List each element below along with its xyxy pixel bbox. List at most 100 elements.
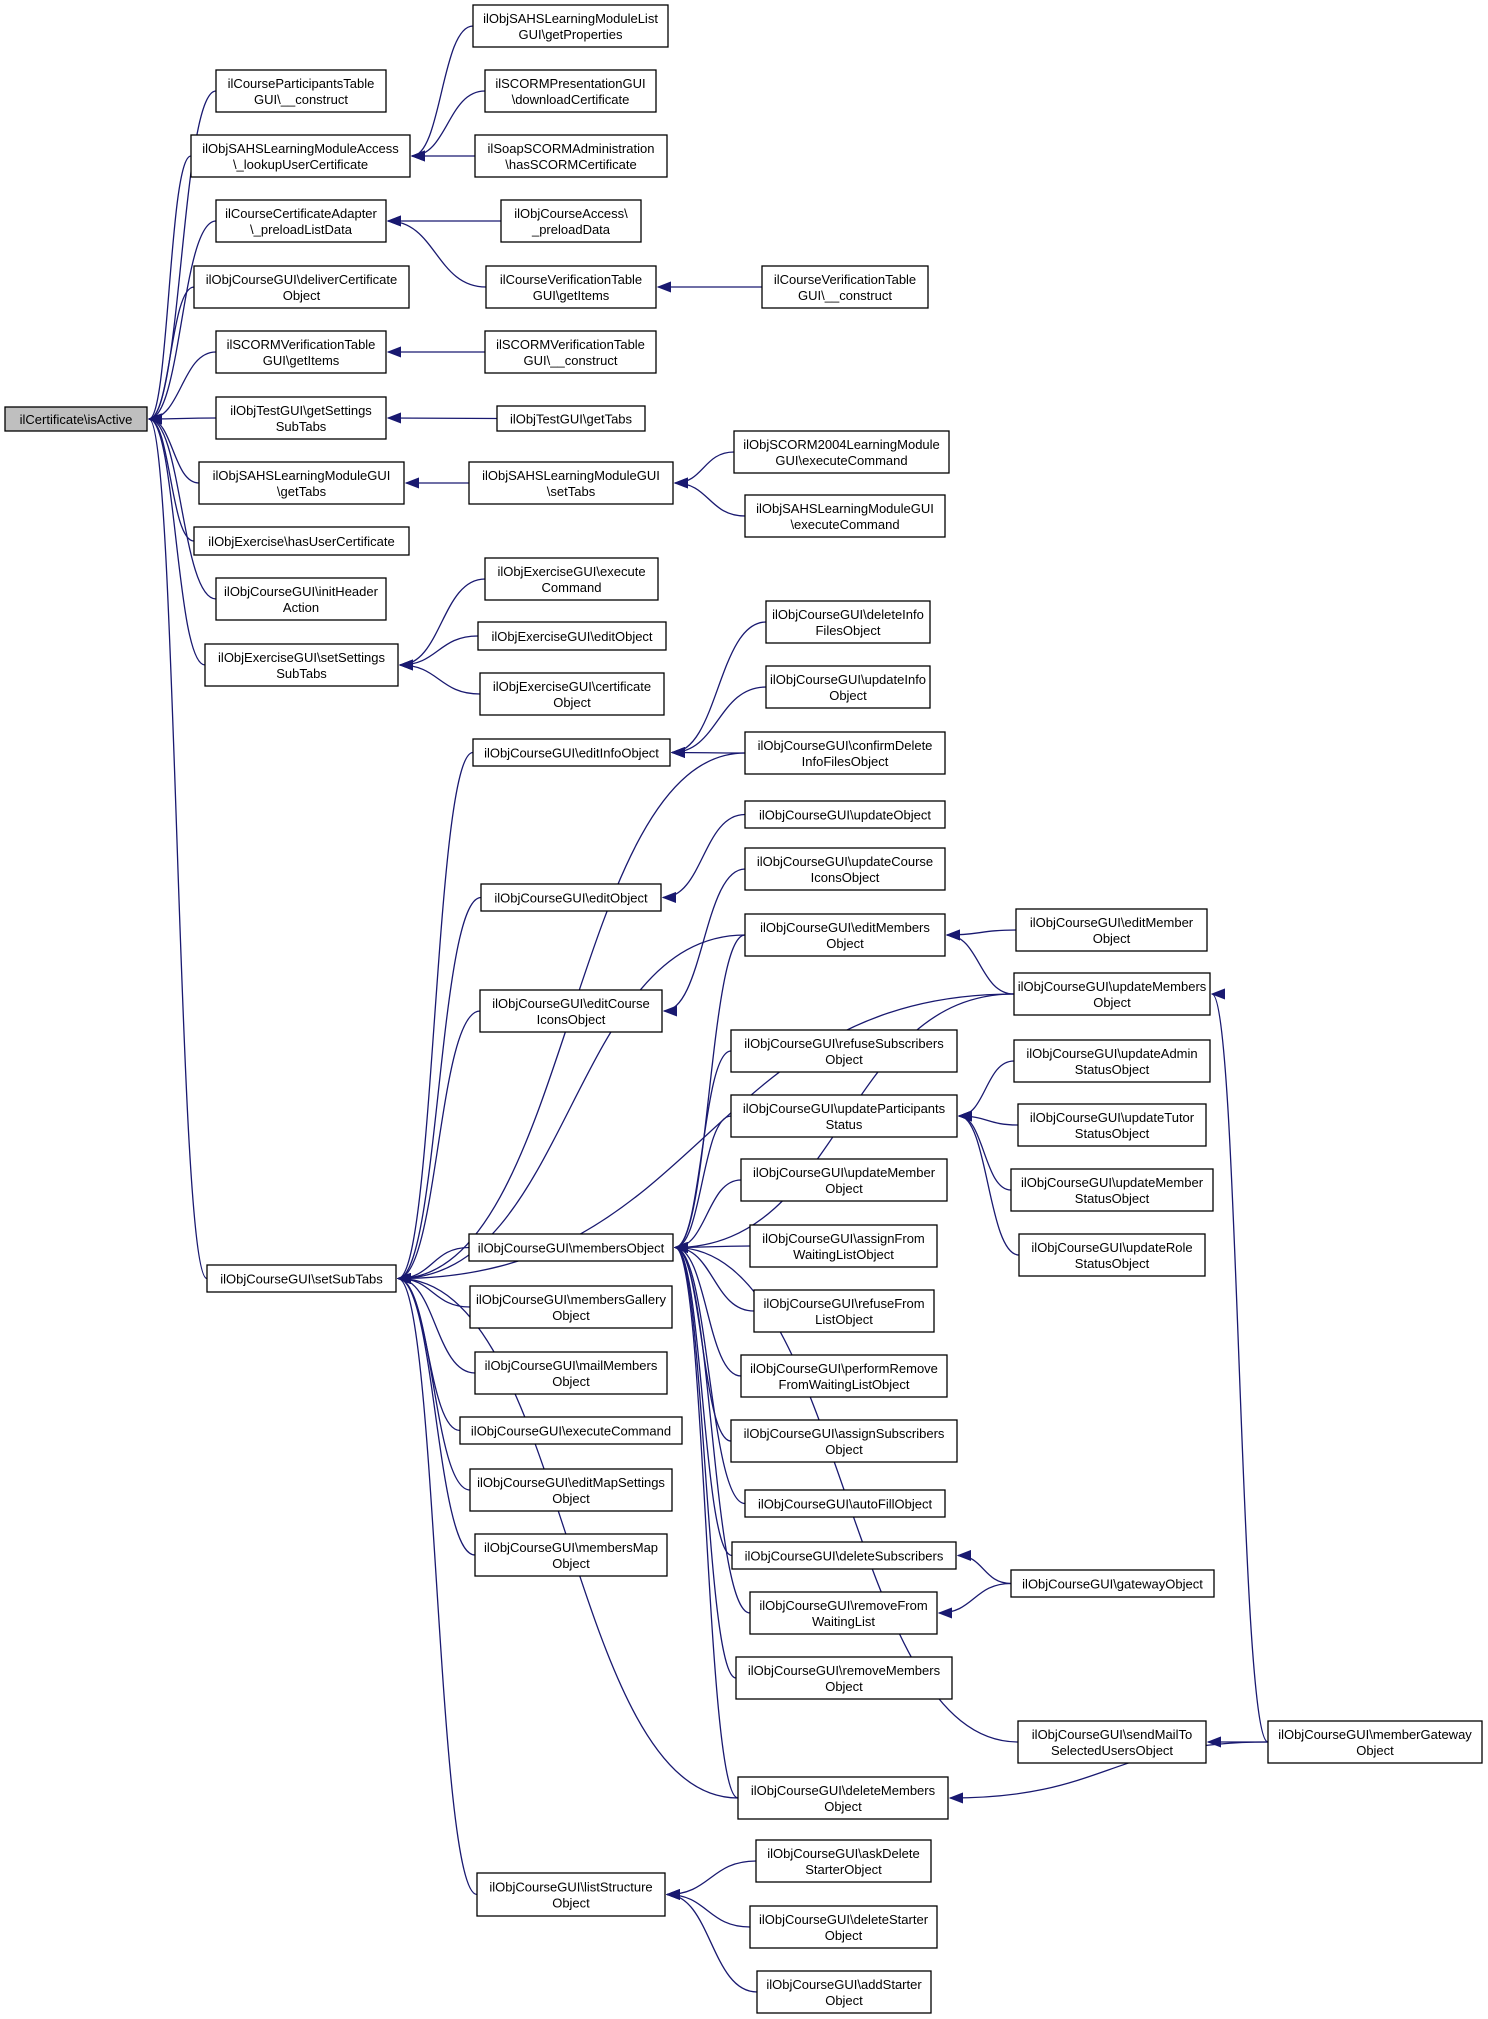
node-sahsGuiGetTabs[interactable]: ilObjSAHSLearningModuleGUI\getTabs — [198, 461, 405, 505]
node-soapHasScorm[interactable]: ilSoapSCORMAdministration\hasSCORMCertif… — [474, 134, 668, 178]
node-updateObject[interactable]: ilObjCourseGUI\updateObject — [744, 800, 946, 829]
node-label: ilSCORMVerificationTable — [496, 337, 645, 352]
node-sendMailTo[interactable]: ilObjCourseGUI\sendMailToSelectedUsersOb… — [1017, 1720, 1207, 1764]
node-sahsAccessLookup[interactable]: ilObjSAHSLearningModuleAccess\_lookupUse… — [190, 134, 411, 178]
node-label: Object — [829, 688, 867, 703]
node-label: ilObjSAHSLearningModuleGUI — [482, 468, 660, 483]
node-autoFill[interactable]: ilObjCourseGUI\autoFillObject — [744, 1489, 946, 1518]
node-label: ilObjCourseGUI\updateParticipants — [743, 1101, 946, 1116]
edge-setSubTabs-to-editInfoObject — [398, 751, 474, 1279]
node-box — [1010, 1168, 1214, 1212]
node-exerciseEditObject[interactable]: ilObjExerciseGUI\editObject — [477, 621, 667, 651]
edge-isActive-to-sahsAccessLookup — [149, 155, 192, 419]
node-label: ilObjCourseGUI\editCourse — [492, 996, 650, 1011]
node-label: StarterObject — [805, 1862, 882, 1877]
node-box — [193, 526, 410, 556]
edge-listStructure-to-addStarter — [667, 1895, 758, 1993]
edge-updateParticipantsStatus-to-updateRoleStatus — [959, 1116, 1020, 1256]
node-label: Object — [826, 936, 864, 951]
edge-listStructure-to-askDeleteStarter — [667, 1860, 757, 1895]
node-testGetTabs[interactable]: ilObjTestGUI\getTabs — [496, 405, 646, 432]
node-label: ilObjCourseGUI\deleteInfo — [772, 607, 924, 622]
node-box — [198, 461, 405, 505]
node-box — [215, 69, 387, 113]
node-exerciseExec[interactable]: ilObjExerciseGUI\executeCommand — [484, 557, 659, 601]
node-label: StatusObject — [1075, 1062, 1150, 1077]
node-isActive[interactable]: ilCertificate\isActive — [4, 406, 148, 432]
node-assignFromWaiting[interactable]: ilObjCourseGUI\assignFromWaitingListObje… — [749, 1224, 938, 1268]
node-sahsGuiExec[interactable]: ilObjSAHSLearningModuleGUI\executeComman… — [744, 494, 946, 538]
node-box — [479, 989, 663, 1033]
node-box — [740, 1354, 948, 1398]
node-label: ilCourseCertificateAdapter — [225, 206, 377, 221]
node-box — [215, 330, 387, 374]
node-box — [1267, 1720, 1483, 1764]
node-deleteSubscribers[interactable]: ilObjCourseGUI\deleteSubscribers — [731, 1541, 957, 1570]
node-executeCommand[interactable]: ilObjCourseGUI\executeCommand — [459, 1416, 683, 1445]
node-confirmDeleteInfo[interactable]: ilObjCourseGUI\confirmDeleteInfoFilesObj… — [744, 731, 946, 775]
node-courseAccessPreload[interactable]: ilObjCourseAccess\_preloadData — [500, 199, 642, 243]
node-certAdapterPreload[interactable]: ilCourseCertificateAdapter\_preloadListD… — [215, 199, 387, 243]
edge-setSubTabs-to-editMembers — [398, 934, 746, 1279]
node-sahsListGetProps[interactable]: ilObjSAHSLearningModuleListGUI\getProper… — [472, 4, 669, 48]
node-editInfoObject[interactable]: ilObjCourseGUI\editInfoObject — [472, 738, 671, 767]
node-label: GUI\getItems — [533, 288, 610, 303]
node-setSubTabs[interactable]: ilObjCourseGUI\setSubTabs — [206, 1264, 397, 1293]
node-scormPresDownload[interactable]: ilSCORMPresentationGUI\downloadCertifica… — [484, 69, 657, 113]
edge-certAdapterPreload-to-courseVerifGetItems — [388, 221, 487, 288]
node-performRemoveWaiting[interactable]: ilObjCourseGUI\performRemoveFromWaitingL… — [740, 1354, 948, 1398]
node-exerciseHasUserCert[interactable]: ilObjExercise\hasUserCertificate — [193, 526, 410, 556]
node-label: Object — [825, 1679, 863, 1694]
node-box — [749, 1224, 938, 1268]
node-label: ilObjCourseGUI\updateInfo — [770, 672, 926, 687]
node-membersObject[interactable]: ilObjCourseGUI\membersObject — [468, 1233, 674, 1262]
node-box — [1015, 908, 1208, 952]
edge-membersObject-to-deleteSubscribers — [675, 1248, 733, 1557]
node-editObject[interactable]: ilObjCourseGUI\editObject — [480, 883, 662, 912]
node-scorm2004Exec[interactable]: ilObjSCORM2004LearningModuleGUI\executeC… — [733, 430, 950, 474]
node-label: ilObjSCORM2004LearningModule — [743, 437, 940, 452]
node-sahsGuiSetTabs[interactable]: ilObjSAHSLearningModuleGUI\setTabs — [468, 461, 674, 505]
node-label: WaitingList — [812, 1614, 875, 1629]
node-gatewayObject[interactable]: ilObjCourseGUI\gatewayObject — [1010, 1569, 1215, 1598]
node-label: ilObjCourseGUI\deleteStarter — [759, 1912, 929, 1927]
